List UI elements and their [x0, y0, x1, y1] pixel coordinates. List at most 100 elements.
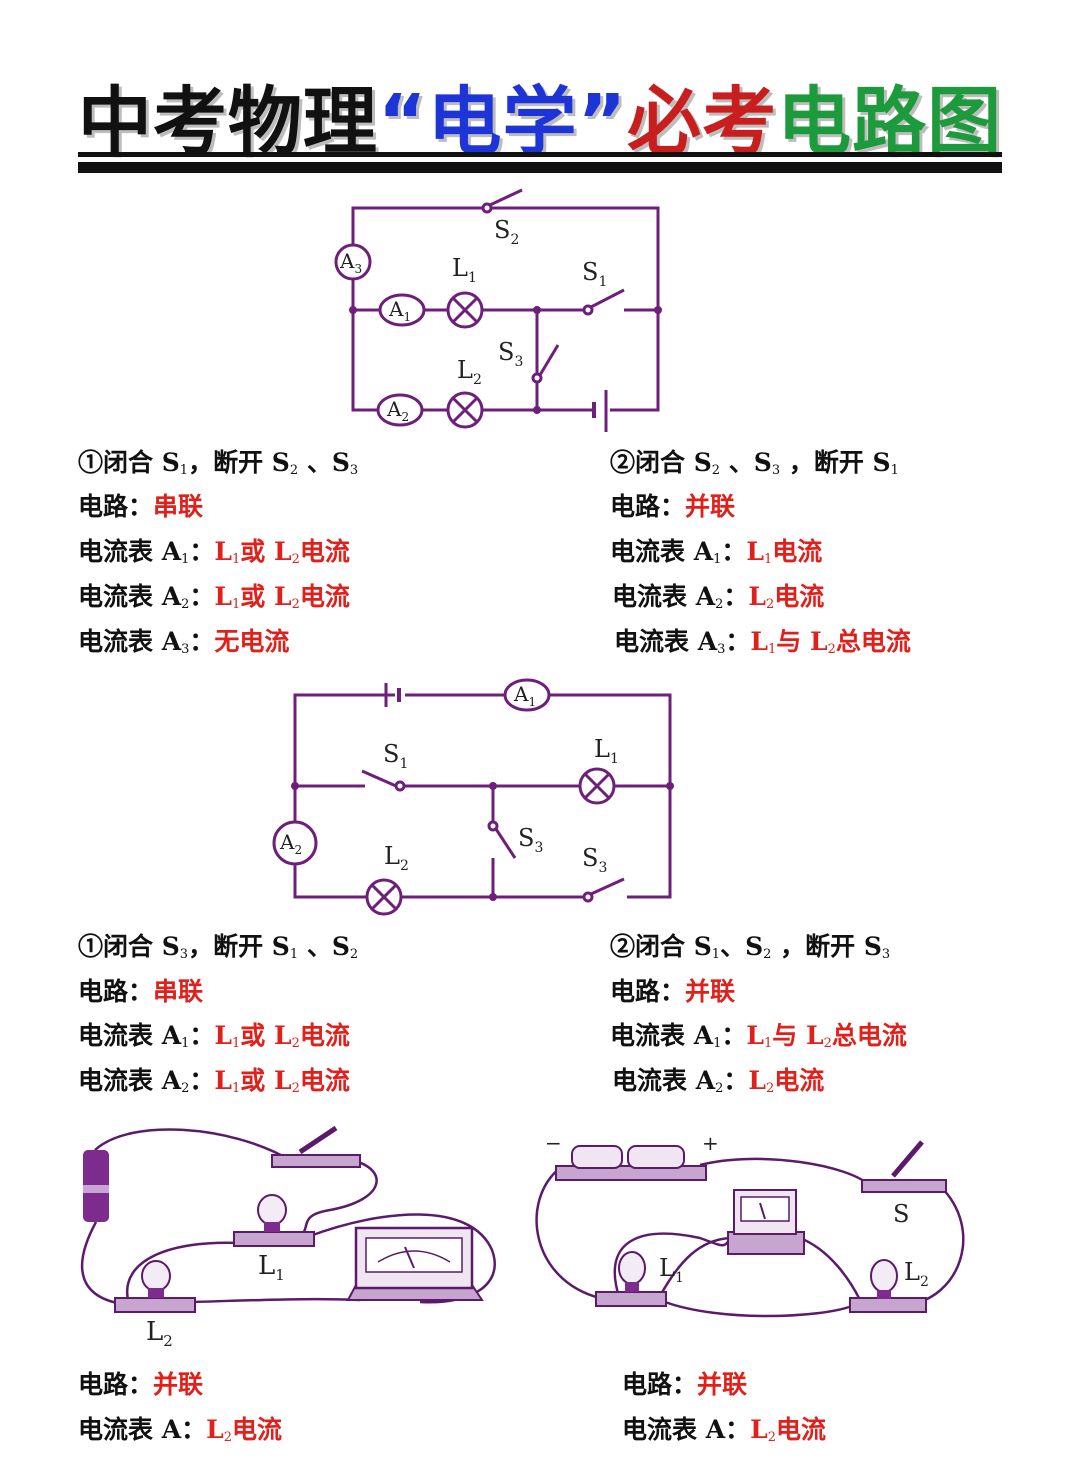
d2-left-ammeter-a2: 电流表 A2：L1或 L2电流	[78, 1066, 350, 1096]
wire	[351, 206, 483, 245]
battery-plus-label: +	[702, 1131, 719, 1155]
lamp-base	[233, 1231, 315, 1247]
dial-needle	[759, 1202, 766, 1220]
switch-lever	[361, 769, 397, 788]
d1-left-condition: ①闭合 S1，断开 S2 、S3	[78, 448, 359, 478]
d1-left-circuit: 电路：串联	[78, 492, 204, 521]
wire	[351, 278, 378, 412]
junction-dot	[533, 306, 541, 314]
label-s2: S2	[494, 216, 519, 248]
bulb-icon	[618, 1251, 646, 1285]
label-s1: S1	[582, 258, 607, 290]
junction-dot	[489, 782, 497, 790]
title-part-1: 中考物理	[77, 79, 378, 165]
lamp-cross	[370, 883, 398, 911]
d1-right-ammeter-a2: 电流表 A2：L2电流	[612, 582, 825, 612]
d1-right-ammeter-a3: 电流表 A3：L1与 L2总电流	[614, 627, 911, 657]
bulb-socket	[625, 1282, 639, 1292]
label-s3: S3	[498, 338, 523, 370]
switch-base	[271, 1154, 361, 1168]
switch-lever	[538, 344, 560, 376]
wire	[664, 1300, 853, 1318]
bulb-socket	[148, 1288, 164, 1298]
label-s3-middle: S3	[518, 824, 543, 856]
switch-handle	[298, 1125, 338, 1155]
wire	[549, 693, 672, 899]
wire	[94, 1128, 291, 1162]
label-l1: L1	[594, 735, 619, 767]
battery-band	[83, 1185, 109, 1193]
lamp-cross	[451, 396, 479, 424]
phys-left-ammeter: 电流表 A：L2电流	[78, 1415, 282, 1445]
label-s1: S1	[383, 740, 408, 772]
label-l2: L2	[457, 356, 482, 388]
switch-handle	[891, 1140, 924, 1178]
wire	[80, 1221, 131, 1307]
battery-minus-label: −	[545, 1131, 562, 1155]
circuit-diagram-2	[272, 678, 672, 916]
d2-left-ammeter-a1: 电流表 A1：L1或 L2电流	[78, 1021, 350, 1051]
switch-lever	[494, 828, 517, 859]
d1-left-ammeter-a1: 电流表 A1：L1或 L2电流	[78, 537, 350, 567]
wire	[293, 864, 367, 899]
label-l2: L2	[384, 842, 409, 874]
label-a2: A2	[279, 830, 302, 857]
label-a1: A1	[388, 297, 411, 324]
label-a3: A3	[339, 249, 362, 276]
label-l1: L1	[258, 1251, 285, 1284]
switch-base	[861, 1179, 947, 1193]
wire	[535, 1167, 601, 1300]
switch-contact	[531, 372, 543, 384]
bulb-socket	[877, 1290, 891, 1299]
title-rule-thick	[78, 162, 1002, 173]
title-part-2: “电学”	[377, 79, 628, 165]
d1-right-condition: ②闭合 S2 、S3 ，断开 S1	[610, 448, 899, 478]
label-a2: A2	[386, 397, 409, 424]
switch-contact	[481, 202, 493, 214]
label-s3-bottom: S3	[582, 844, 607, 876]
ammeter-a3	[334, 243, 372, 281]
d1-right-circuit: 电路：并联	[610, 492, 736, 521]
d2-left-condition: ①闭合 S3，断开 S1 、S2	[78, 932, 359, 962]
bulb-icon	[141, 1260, 171, 1292]
wire	[799, 1236, 862, 1301]
label-l2: L2	[146, 1317, 173, 1350]
dial-needle	[404, 1246, 415, 1269]
switch-contact	[487, 820, 499, 832]
wire	[699, 1157, 871, 1187]
d1-left-ammeter-a2: 电流表 A2：L1或 L2电流	[78, 582, 350, 612]
junction-dots-2	[291, 782, 674, 901]
label-a1: A1	[513, 682, 536, 709]
switch-lever	[489, 188, 523, 207]
switch-lever	[590, 877, 625, 896]
junction-dot	[291, 782, 299, 790]
switch-contact	[582, 891, 594, 903]
phys-right-ammeter: 电流表 A：L2电流	[622, 1415, 826, 1445]
label-l2: L2	[904, 1258, 929, 1290]
wire	[613, 1232, 732, 1301]
wire	[658, 1236, 731, 1297]
title-rule-thin	[78, 152, 1002, 157]
dial-arc	[377, 1250, 451, 1263]
junction-dot	[654, 306, 662, 314]
switch-contact	[582, 304, 594, 316]
battery-cell-icon	[627, 1145, 685, 1169]
switch-lever	[590, 288, 625, 309]
wire	[125, 1241, 241, 1301]
d2-right-circuit: 电路：并联	[610, 977, 736, 1006]
lamp-cross	[583, 772, 611, 800]
junction-dot	[489, 893, 497, 901]
junction-dot	[533, 406, 541, 414]
label-s: S	[893, 1200, 909, 1228]
d2-left-circuit: 电路：串联	[78, 977, 204, 1006]
lamp-base	[849, 1297, 927, 1313]
physical-circuit-left: L1 L2	[80, 1125, 496, 1350]
d2-right-ammeter-a2: 电流表 A2：L2电流	[612, 1066, 825, 1096]
title-part-3: 必考	[627, 79, 778, 165]
lamp-base	[595, 1291, 667, 1307]
label-l1: L1	[659, 1254, 684, 1286]
circuit-diagram-1	[334, 188, 660, 432]
physical-circuit-right: − + S L1 L2	[535, 1131, 965, 1318]
phys-left-circuit: 电路：并联	[78, 1370, 204, 1399]
ammeter-base	[727, 1231, 805, 1255]
